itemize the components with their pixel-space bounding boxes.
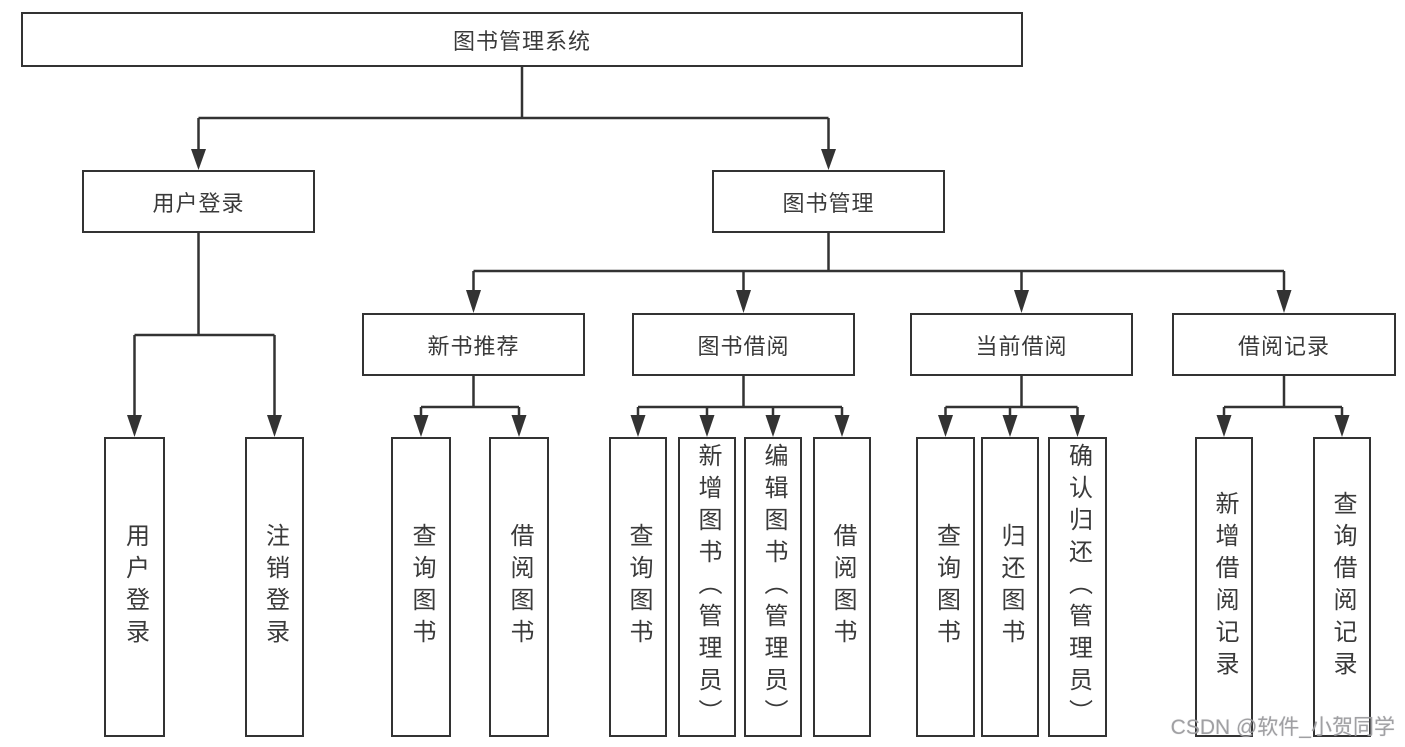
node-leaf-borrow-book: 借阅图书	[813, 437, 871, 737]
connector-book-mgmt-to-level3	[466, 233, 1292, 313]
node-leaf-current-return: 归还图书	[981, 437, 1039, 737]
node-leaf-borrow-edit-admin-label: 编辑图书（管理员）	[760, 443, 787, 731]
node-leaf-borrow-book-label: 借阅图书	[829, 523, 856, 651]
node-leaf-newbook-borrow: 借阅图书	[489, 437, 549, 737]
node-root-library-system: 图书管理系统	[21, 12, 1023, 67]
node-leaf-borrow-query: 查询图书	[609, 437, 667, 737]
node-leaf-current-query-label: 查询图书	[932, 523, 960, 651]
node-user-login: 用户登录	[82, 170, 315, 233]
node-leaf-borrow-add-admin-label: 新增图书（管理员）	[694, 443, 721, 731]
connector-book-borrow-to-leaves	[630, 376, 850, 437]
node-leaf-newbook-query: 查询图书	[391, 437, 451, 737]
node-leaf-borrow-query-label: 查询图书	[625, 523, 652, 651]
connector-user-login-to-leaves	[127, 233, 282, 437]
node-leaf-newbook-borrow-label: 借阅图书	[506, 523, 533, 651]
node-leaf-borrow-edit-admin: 编辑图书（管理员）	[744, 437, 802, 737]
node-leaf-user-login: 用户登录	[104, 437, 165, 737]
node-leaf-current-confirm-admin-label: 确认归还（管理员）	[1064, 443, 1092, 731]
node-new-book-recommend: 新书推荐	[362, 313, 585, 376]
node-leaf-user-login-label: 用户登录	[121, 523, 149, 651]
node-book-management: 图书管理	[712, 170, 945, 233]
node-leaf-current-query: 查询图书	[916, 437, 975, 737]
node-leaf-borrow-add-admin: 新增图书（管理员）	[678, 437, 736, 737]
node-leaf-logout: 注销登录	[245, 437, 304, 737]
node-leaf-record-query: 查询借阅记录	[1313, 437, 1371, 737]
node-current-borrow: 当前借阅	[910, 313, 1133, 376]
node-leaf-current-confirm-admin: 确认归还（管理员）	[1048, 437, 1107, 737]
node-leaf-record-query-label: 查询借阅记录	[1329, 491, 1356, 683]
node-leaf-record-add-label: 新增借阅记录	[1211, 491, 1238, 683]
connector-new-book-to-leaves	[413, 376, 527, 437]
node-borrow-records: 借阅记录	[1172, 313, 1396, 376]
node-leaf-current-return-label: 归还图书	[997, 523, 1024, 651]
node-leaf-record-add: 新增借阅记录	[1195, 437, 1253, 737]
node-book-borrow: 图书借阅	[632, 313, 855, 376]
connector-current-borrow-to-leaves	[938, 376, 1085, 437]
connector-borrow-records-to-leaves	[1216, 376, 1350, 437]
csdn-watermark: CSDN @软件_小贺同学	[1170, 716, 1395, 739]
node-leaf-logout-label: 注销登录	[261, 523, 289, 651]
connector-root-to-level2	[191, 67, 836, 170]
node-leaf-newbook-query-label: 查询图书	[408, 523, 435, 651]
